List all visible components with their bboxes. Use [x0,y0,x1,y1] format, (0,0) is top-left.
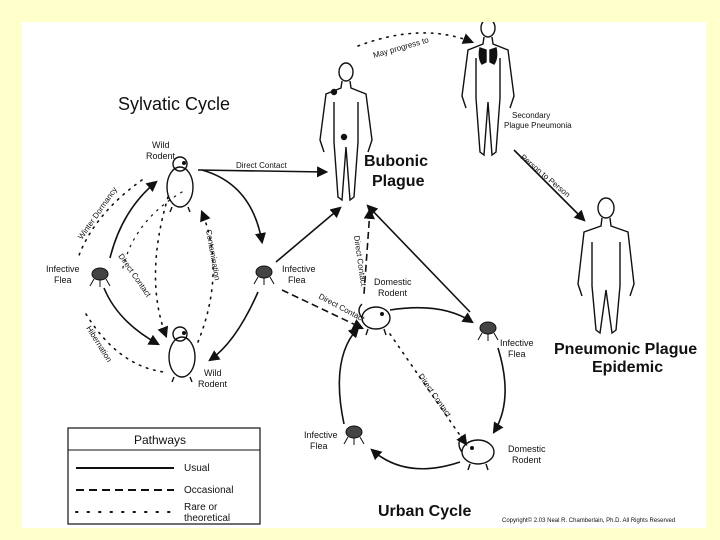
arrow-domestic-bottom-to-flea-lower [370,448,461,470]
domestic-rodent-bottom-label-1: Domestic [508,444,546,454]
flea-mid-icon [253,265,275,285]
arrow-direct-contact-left [121,191,183,273]
legend-title: Pathways [134,433,186,447]
arrow-flea-left-down [103,287,160,346]
bubonic-plague-title-1: Bubonic [364,153,428,170]
infective-flea-mid-label-2: Flea [288,275,306,285]
label-contamination: Contamination [204,229,222,281]
flea-left-icon [89,267,111,287]
pneumonic-epidemic-title-1: Pneumonic Plague [554,341,697,358]
wild-rodent-bottom-label-2: Rodent [198,379,228,389]
label-person-to-person: Person to Person [519,153,572,200]
label-winter-dormancy: Winter Dormancy [76,185,119,241]
legend-rare-label-1: Rare or [184,502,218,513]
flea-lower-icon [343,425,365,445]
infective-flea-right-label-1: Infective [500,338,534,348]
arrow-flea-right-to-domestic-bottom [492,347,506,434]
domestic-rodent-top-icon [358,303,391,336]
domestic-rodent-bottom-icon [458,435,495,471]
urban-cycle-title: Urban Cycle [378,503,471,520]
copyright-notice: Copyright© 2.03 Neal R. Chamberlain, Ph.… [502,517,675,524]
sylvatic-cycle-title: Sylvatic Cycle [118,94,230,114]
arrow-inner-right-dotted [197,209,214,343]
wild-rodent-bottom-label-1: Wild [204,368,222,378]
wild-rodent-top-label-2: Rodent [146,151,176,161]
legend-box: Pathways Usual Occasional Rare or theore… [67,427,261,525]
infective-flea-left-label-2: Flea [54,275,72,285]
arrow-flea-lower-to-domestic [338,326,360,425]
label-direct-contact-top: Direct Contact [236,161,287,170]
legend-usual-label: Usual [184,463,210,474]
secondary-pneumonia-label-1: Secondary [512,111,550,120]
wild-rodent-top-label-1: Wild [152,140,170,150]
arrow-domestic-to-bubonic [363,207,375,295]
arrow-winter-dormancy [77,179,143,259]
infective-flea-right-label-2: Flea [508,349,526,359]
human-figure-bubonic-icon [319,62,373,202]
arrow-wild-rodent-to-flea [201,169,266,245]
domestic-rodent-top-label-2: Rodent [378,288,408,298]
label-direct-contact-vertical: Direct Contact [352,235,368,287]
wild-rodent-bottom-icon [168,326,196,383]
arrow-urban-direct-contact [389,333,468,446]
human-figure-secondary-icon [461,22,515,157]
infective-flea-mid-label-1: Infective [282,264,316,274]
human-figure-pneumonic-icon [577,197,635,335]
infective-flea-left-label-1: Infective [46,264,80,274]
flea-right-icon [477,321,499,341]
diagram-panel: Sylvatic Cycle Bubonic Plague Pneumonic … [22,22,706,528]
label-direct-contact-urban: Direct Contact [416,372,453,419]
arrow-flea-left-up [109,180,158,259]
legend-rare-label-2: theoretical [184,513,230,524]
arrow-person-to-person [513,149,586,222]
label-direct-contact-left: Direct Contact [116,252,153,299]
domestic-rodent-top-label-1: Domestic [374,277,412,287]
arrow-flea-right-to-bubonic [366,204,471,313]
pneumonic-epidemic-title-2: Epidemic [592,359,663,376]
arrow-flea-to-wild-rodent [208,291,259,362]
secondary-pneumonia-label-2: Plague Pneumonia [504,121,572,130]
domestic-rodent-bottom-label-2: Rodent [512,455,542,465]
bubonic-plague-title-2: Plague [372,173,425,190]
arrow-domestic-to-flea-right [389,306,474,324]
arrow-wild-rodent-to-bubonic [197,166,329,178]
arrow-flea-mid-to-bubonic [275,206,342,263]
arrow-inner-left-dotted [154,196,169,339]
plague-cycle-diagram: Sylvatic Cycle Bubonic Plague Pneumonic … [46,22,697,525]
arrow-hibernation [85,313,165,373]
arrow-flea-mid-to-domestic [281,289,365,330]
wild-rodent-top-icon [166,156,194,213]
infective-flea-lower-label-2: Flea [310,441,328,451]
infective-flea-lower-label-1: Infective [304,430,338,440]
legend-occasional-label: Occasional [184,485,233,496]
arrow-may-progress [357,32,475,47]
